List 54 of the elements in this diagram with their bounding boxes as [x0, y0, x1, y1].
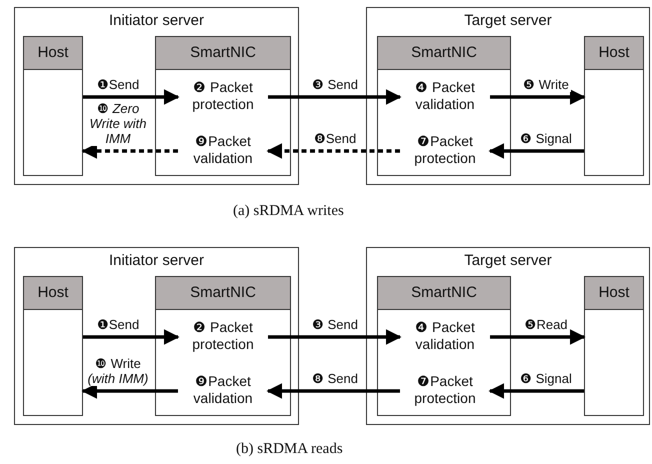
component-header: SmartNIC	[156, 37, 290, 70]
component-header: Host	[585, 277, 643, 310]
component-box	[584, 36, 644, 176]
component-box	[23, 36, 83, 176]
step-label: ❷ Packet protection	[178, 79, 268, 115]
component-header: Host	[24, 277, 82, 310]
component-box	[23, 276, 83, 416]
arrow	[268, 329, 402, 345]
step-label: ❹ Packet validation	[400, 319, 490, 355]
server-box	[14, 247, 299, 425]
arrow	[266, 143, 400, 159]
arrow	[83, 329, 180, 345]
arrow	[490, 329, 586, 345]
arrow	[266, 383, 400, 399]
caption: (a) sRDMA writes	[233, 203, 344, 220]
server-title: Initiator server	[108, 252, 206, 269]
component-header: SmartNIC	[156, 277, 290, 310]
arrow	[488, 383, 584, 399]
component-box	[155, 36, 291, 176]
server-title: Initiator server	[108, 12, 206, 29]
edge-label: ❸ Send	[310, 77, 360, 92]
component-header: SmartNIC	[378, 277, 510, 310]
component-box	[155, 276, 291, 416]
component-header: Host	[585, 37, 643, 70]
server-box	[14, 7, 299, 185]
component-box	[584, 276, 644, 416]
edge-label: ❽Send	[312, 131, 358, 146]
edge-label: ❶Send	[94, 317, 142, 332]
edge-label: ❺ Write	[521, 77, 571, 92]
edge-label: ❻ Signal	[518, 131, 574, 146]
edge-label: ❶Send	[94, 77, 142, 92]
edge-label: ❺Read	[522, 317, 570, 332]
step-label: ❹ Packet validation	[400, 79, 490, 115]
arrow	[83, 89, 180, 105]
component-box	[377, 36, 511, 176]
component-header: SmartNIC	[378, 37, 510, 70]
component-box	[377, 276, 511, 416]
server-title: Target server	[463, 12, 553, 29]
arrow	[490, 89, 586, 105]
step-label: ❼Packet protection	[400, 133, 490, 169]
component-header: Host	[24, 37, 82, 70]
step-label: ❼Packet protection	[400, 373, 490, 409]
arrow	[268, 89, 402, 105]
step-label: ❾Packet validation	[178, 373, 268, 409]
edge-label: ❸ Send	[310, 317, 360, 332]
step-label: ❷ Packet protection	[178, 319, 268, 355]
server-title: Target server	[463, 252, 553, 269]
caption: (b) sRDMA reads	[236, 441, 343, 458]
arrow	[488, 143, 584, 159]
edge-label: ❻ Signal	[518, 371, 574, 386]
edge-label: ❽ Send	[310, 371, 360, 386]
server-box	[366, 247, 650, 425]
step-label: ❾Packet validation	[178, 133, 268, 169]
server-box	[366, 7, 650, 185]
